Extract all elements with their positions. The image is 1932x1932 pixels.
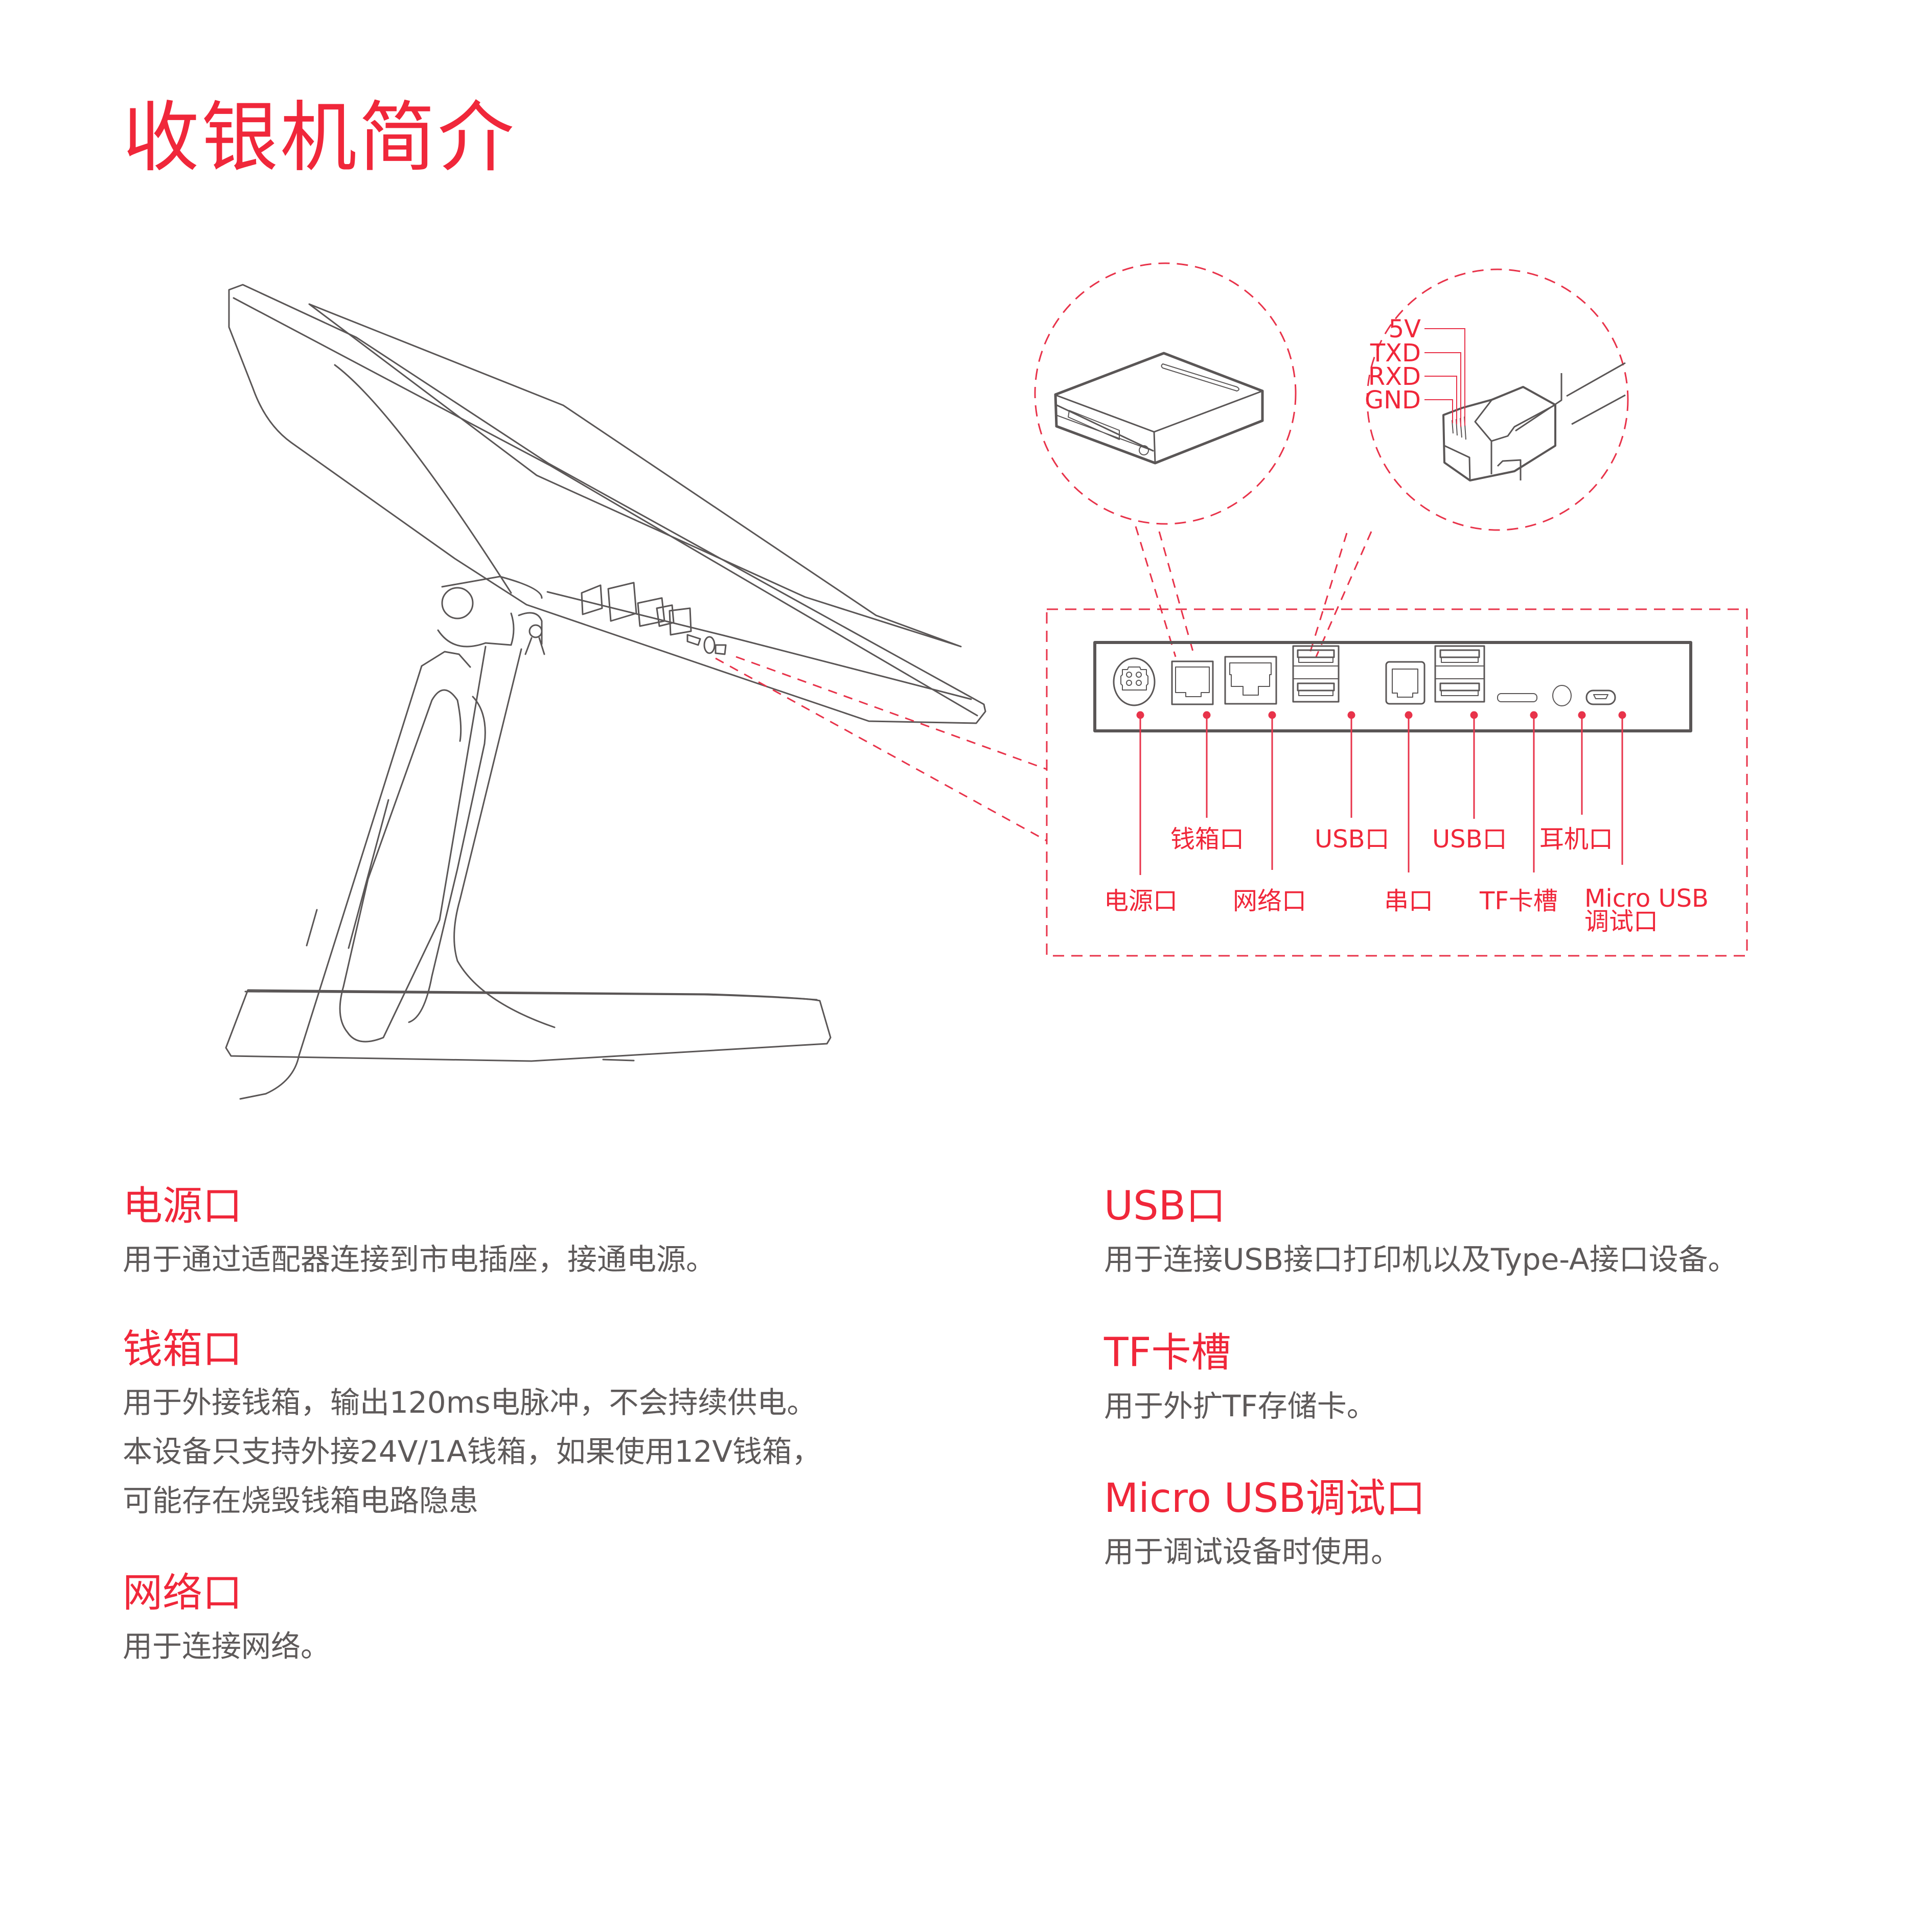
label-network-port: 网络口: [1233, 887, 1307, 915]
label-tf-slot: TF卡槽: [1480, 887, 1558, 915]
pin-label-5v: 5V: [1388, 315, 1421, 343]
section-text: 用于连接网络。: [123, 1628, 331, 1664]
label-power-port: 电源口: [1104, 887, 1178, 915]
section-tf-slot: TF卡槽 用于外扩TF存储卡。: [1104, 1331, 1376, 1431]
page-title: 收银机简介: [123, 94, 517, 182]
section-title: 钱箱口: [123, 1326, 243, 1372]
section-title: Micro USB调试口: [1104, 1476, 1425, 1522]
section-text: 用于外接钱箱，输出120ms电脉冲，不会持续供电。 本设备只支持外接24V/1A…: [123, 1378, 821, 1525]
pin-label-gnd: GND: [1364, 386, 1421, 415]
label-earphone-port: 耳机口: [1539, 825, 1614, 854]
label-usb-port-2: USB口: [1432, 825, 1507, 854]
section-text-line: 用于外接钱箱，输出120ms电脉冲，不会持续供电。: [123, 1385, 817, 1420]
section-text: 用于外扩TF存储卡。: [1104, 1388, 1376, 1423]
cash-drawer-callout: [1034, 262, 1297, 525]
section-text: 用于通过适配器连接到市电插座，接通电源。: [123, 1241, 716, 1277]
pin-label-rxd: RXD: [1368, 362, 1421, 391]
section-power-port: 电源口 用于通过适配器连接到市电插座，接通电源。: [123, 1183, 716, 1284]
section-title: 网络口: [123, 1570, 243, 1616]
section-text-line: 可能存在烧毁钱箱电路隐患: [123, 1483, 479, 1518]
port-panel-frame: [1046, 608, 1748, 957]
section-cash-drawer-port: 钱箱口 用于外接钱箱，输出120ms电脉冲，不会持续供电。 本设备只支持外接24…: [123, 1326, 821, 1525]
label-micro-usb-line1: Micro USB: [1584, 884, 1709, 913]
section-text: 用于连接USB接口打印机以及Type-A接口设备。: [1104, 1241, 1738, 1277]
label-usb-port-1: USB口: [1315, 825, 1390, 854]
section-text-line: 本设备只支持外接24V/1A钱箱，如果使用12V钱箱，: [123, 1434, 822, 1469]
section-title: USB口: [1104, 1183, 1226, 1229]
label-micro-usb-line2: 调试口: [1584, 907, 1659, 936]
port-panel: [1093, 641, 1692, 732]
section-micro-usb-port: Micro USB调试口 用于调试设备时使用。: [1104, 1477, 1425, 1576]
pos-terminal-illustration: [225, 284, 986, 1100]
serial-connector-callout: [1366, 268, 1629, 531]
label-cash-drawer-port: 钱箱口: [1170, 825, 1245, 854]
port-leader-lines: [1136, 711, 1626, 875]
section-title: TF卡槽: [1104, 1330, 1231, 1376]
section-usb-port: USB口 用于连接USB接口打印机以及Type-A接口设备。: [1104, 1183, 1738, 1284]
label-serial-port: 串口: [1384, 887, 1434, 915]
callout-connector-lines: [715, 526, 1372, 842]
section-title: 电源口: [123, 1183, 243, 1229]
section-network-port: 网络口 用于连接网络。: [123, 1570, 331, 1671]
pin-label-txd: TXD: [1370, 339, 1421, 367]
section-text: 用于调试设备时使用。: [1104, 1534, 1401, 1569]
